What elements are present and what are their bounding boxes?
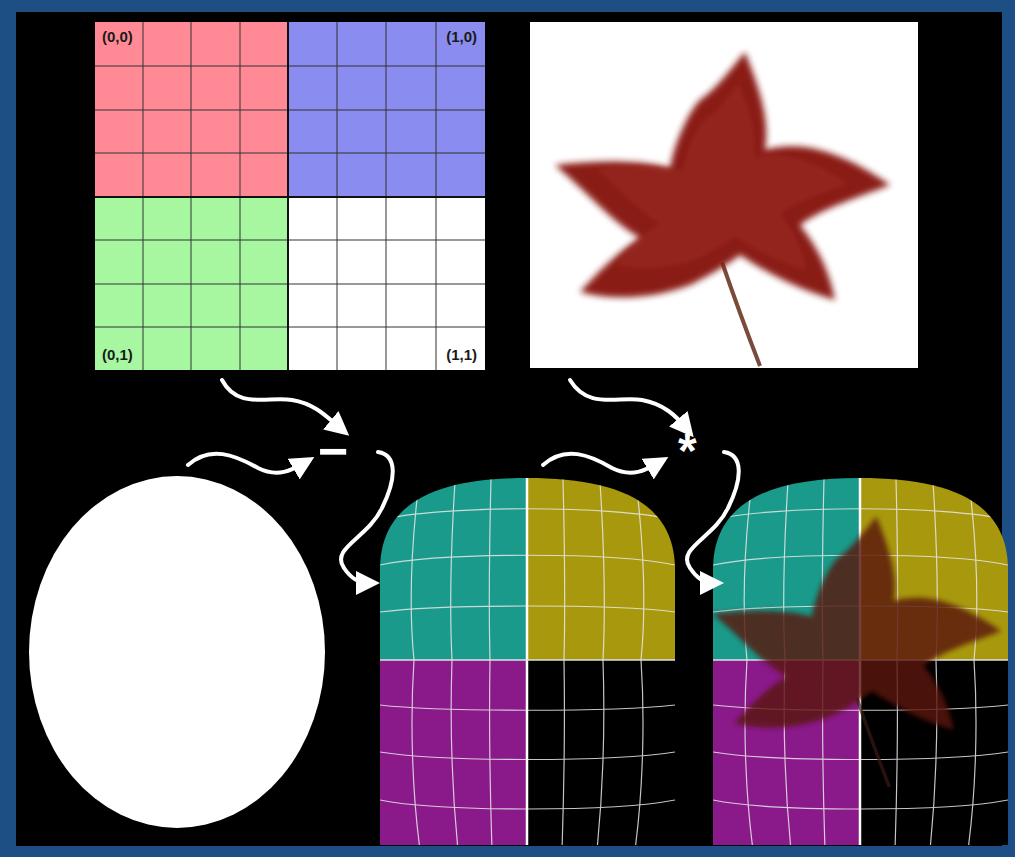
leaf-image [530, 22, 918, 368]
operator-symbol: * [676, 426, 699, 476]
coordinate-label: (0,0) [100, 28, 135, 45]
uv-grid [95, 22, 485, 370]
warped-leaf [713, 470, 1010, 850]
coordinate-label: (1,0) [444, 28, 479, 45]
warped-grid [380, 470, 677, 850]
coordinate-label: (0,1) [100, 346, 135, 363]
flow-arrows [188, 380, 739, 583]
mask-oval [29, 476, 325, 828]
coordinate-label: (1,1) [444, 346, 479, 363]
operator-symbol: − [316, 424, 350, 478]
